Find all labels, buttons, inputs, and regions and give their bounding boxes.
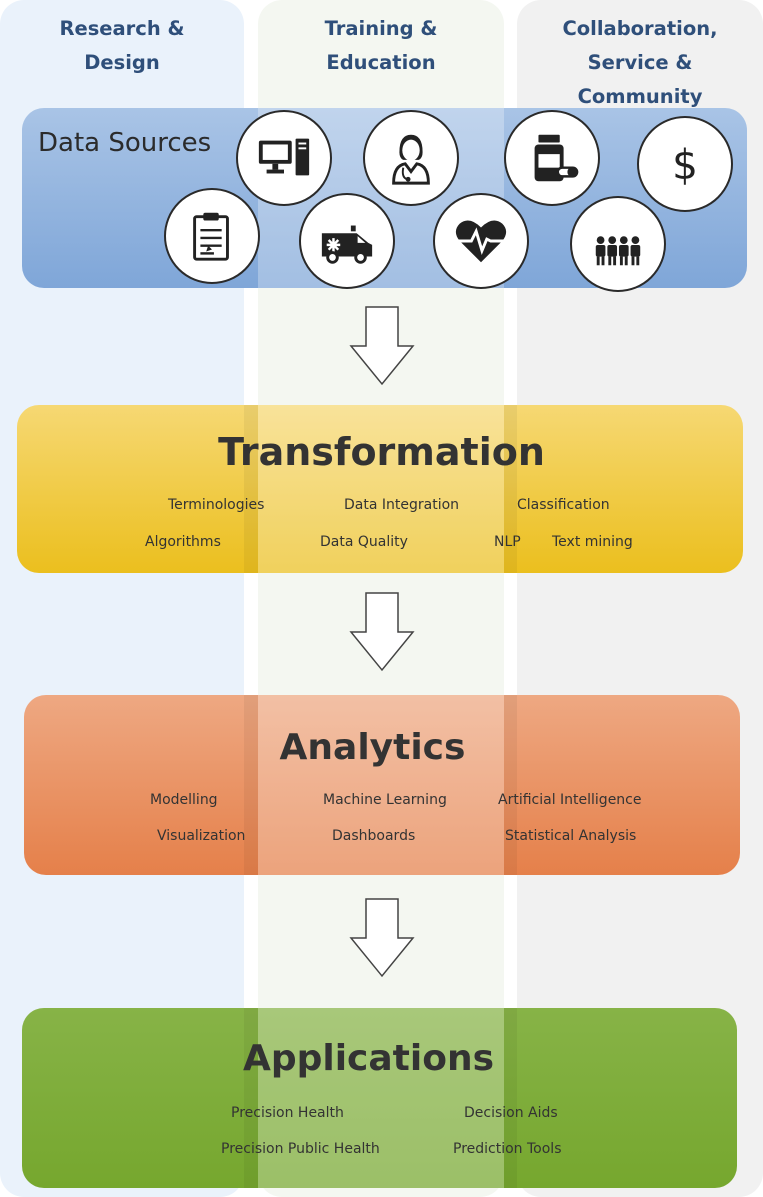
down-arrow-1 <box>349 306 415 386</box>
term-data-integration: Data Integration <box>344 497 460 513</box>
term-algorithms: Algorithms <box>145 534 221 550</box>
analytics-title: Analytics <box>279 727 466 768</box>
dollar-icon: $ <box>637 116 733 212</box>
term-nlp: NLP <box>494 534 521 550</box>
analytics-box <box>24 695 740 875</box>
transformation-column-edge-right <box>504 405 517 573</box>
term-data-quality: Data Quality <box>320 534 408 550</box>
ambulance-icon <box>299 193 395 289</box>
column-title-training-education: Training & Education <box>324 17 438 74</box>
analytics-column-edge-left <box>244 695 258 875</box>
svg-text:$: $ <box>672 141 698 189</box>
applications-box <box>22 1008 737 1188</box>
medicine-bottle-icon <box>504 110 600 206</box>
term-terminologies: Terminologies <box>168 497 265 513</box>
applications-column-edge-left <box>244 1008 258 1188</box>
doctor-icon <box>363 110 459 206</box>
data-sources-title: Data Sources <box>38 128 212 158</box>
column-title-research-design: Research & Design <box>59 17 185 74</box>
transformation-column-edge-left <box>244 405 258 573</box>
term-artificial-intelligence: Artificial Intelligence <box>498 792 642 808</box>
computer-icon <box>236 110 332 206</box>
analytics-column-overlay <box>258 695 504 875</box>
term-modelling: Modelling <box>150 792 218 808</box>
term-dashboards: Dashboards <box>332 828 416 844</box>
people-icon <box>570 196 666 292</box>
term-text-mining: Text mining <box>552 534 633 550</box>
clipboard-icon <box>164 188 260 284</box>
term-prediction-tools: Prediction Tools <box>453 1141 562 1157</box>
heart-rate-icon <box>433 193 529 289</box>
term-visualization: Visualization <box>157 828 246 844</box>
transformation-box <box>17 405 743 573</box>
applications-column-edge-right <box>504 1008 517 1188</box>
column-title-collaboration-community: Collaboration, Service & Community <box>562 17 718 108</box>
term-decision-aids: Decision Aids <box>464 1105 558 1121</box>
term-machine-learning: Machine Learning <box>323 792 447 808</box>
transformation-column-overlay <box>258 405 504 573</box>
down-arrow-2 <box>349 592 415 672</box>
term-precision-health: Precision Health <box>231 1105 344 1121</box>
down-arrow-3 <box>349 898 415 978</box>
applications-column-overlay <box>258 1008 504 1188</box>
analytics-column-edge-right <box>504 695 517 875</box>
applications-title: Applications <box>242 1038 495 1079</box>
term-precision-public-health: Precision Public Health <box>221 1141 380 1157</box>
transformation-title: Transformation <box>218 430 545 474</box>
term-classification: Classification <box>517 497 610 513</box>
term-statistical-analysis: Statistical Analysis <box>505 828 637 844</box>
